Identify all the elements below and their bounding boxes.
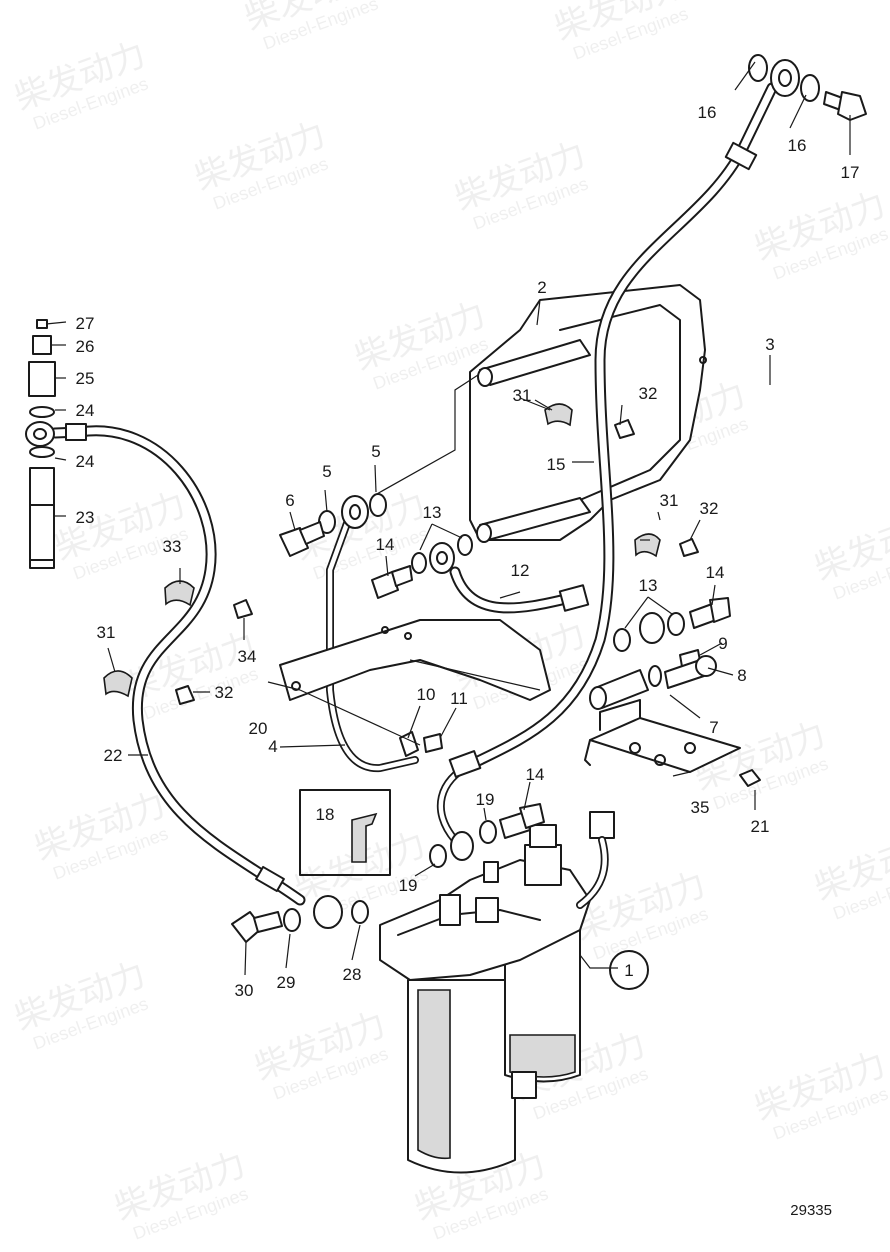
bolt-14b — [689, 597, 731, 629]
washer-16b — [800, 74, 820, 102]
callout-labels: 1 2 3 4 5 5 6 7 8 9 10 11 12 13 13 14 14… — [76, 103, 860, 1000]
fuel-filter-assembly — [379, 811, 615, 1174]
callout-13b: 13 — [639, 576, 658, 595]
union-7 — [589, 669, 649, 710]
banjo-13 — [639, 612, 665, 644]
callout-19a: 19 — [476, 790, 495, 809]
callout-27: 27 — [76, 314, 95, 333]
callout-20: 20 — [249, 719, 268, 738]
bolt-34 — [233, 599, 253, 619]
return-hose — [436, 59, 800, 844]
callout-1: 1 — [624, 961, 633, 980]
callout-34: 34 — [238, 647, 257, 666]
callout-16b: 16 — [788, 136, 807, 155]
callout-5b: 5 — [371, 442, 380, 461]
callout-23: 23 — [76, 508, 95, 527]
mounting-bracket-20 — [279, 619, 551, 701]
banjo-19 — [450, 831, 474, 861]
callout-25: 25 — [76, 369, 95, 388]
callout-35: 35 — [691, 798, 710, 817]
callout-6: 6 — [285, 491, 294, 510]
clamp-31a — [544, 403, 573, 427]
callout-16a: 16 — [698, 103, 717, 122]
bolt-11 — [423, 733, 443, 753]
callout-1-circle — [609, 950, 649, 990]
bolt-6 — [279, 521, 325, 557]
callout-32a: 32 — [639, 384, 658, 403]
callout-14b: 14 — [706, 563, 725, 582]
callout-22: 22 — [104, 746, 123, 765]
plate-35 — [584, 699, 741, 773]
callout-31b: 31 — [660, 491, 679, 510]
callout-14c: 14 — [526, 765, 545, 784]
callout-18: 18 — [316, 805, 335, 824]
banjo-stack — [28, 319, 56, 569]
callout-24b: 24 — [76, 452, 95, 471]
callout-12: 12 — [511, 561, 530, 580]
clamp-31c — [103, 670, 133, 698]
callout-5a: 5 — [322, 462, 331, 481]
washer-5b — [369, 493, 387, 517]
bracket-plate — [469, 284, 707, 543]
callout-19b: 19 — [399, 876, 418, 895]
bolt-32b — [679, 538, 699, 557]
callout-8: 8 — [737, 666, 746, 685]
washer-13b — [457, 534, 473, 556]
bolt-32c — [175, 685, 195, 705]
bolt-21 — [739, 769, 761, 787]
callout-33: 33 — [163, 537, 182, 556]
leader-lines — [45, 61, 851, 976]
tool-18-inset — [299, 789, 391, 876]
callout-2: 2 — [537, 278, 546, 297]
bolt-8 — [664, 655, 717, 689]
fuel-pipe-22 — [25, 421, 306, 906]
clamp-33 — [164, 580, 195, 607]
bolt-14a — [371, 565, 413, 599]
washer-19a — [429, 844, 447, 868]
callout-4: 4 — [268, 737, 277, 756]
callout-10: 10 — [417, 685, 436, 704]
callout-31c: 31 — [97, 623, 116, 642]
callout-21: 21 — [751, 817, 770, 836]
callout-32c: 32 — [215, 683, 234, 702]
callout-7: 7 — [709, 718, 718, 737]
washer-28 — [351, 900, 369, 924]
washer-13d — [667, 612, 685, 636]
callout-29: 29 — [277, 973, 296, 992]
bolt-14c — [499, 803, 545, 839]
bolt-17 — [823, 91, 867, 121]
callout-24a: 24 — [76, 401, 95, 420]
callout-15: 15 — [547, 455, 566, 474]
callout-3: 3 — [765, 335, 774, 354]
washer-29 — [283, 908, 301, 932]
banjo-28 — [313, 895, 343, 929]
callout-9: 9 — [718, 634, 727, 653]
bolt-30 — [231, 911, 283, 943]
reference-number: 29335 — [790, 1202, 832, 1219]
callout-11: 11 — [450, 689, 468, 708]
fuel-hose-12 — [429, 542, 590, 614]
callout-28: 28 — [343, 965, 362, 984]
callout-13a: 13 — [423, 503, 442, 522]
washer-13c — [613, 628, 631, 652]
clamp-31b — [634, 533, 661, 558]
washer-9-small — [648, 665, 662, 687]
callout-14a: 14 — [376, 535, 395, 554]
callout-31a: 31 — [513, 386, 532, 405]
callout-17: 17 — [841, 163, 860, 182]
callout-26: 26 — [76, 337, 95, 356]
washer-19b — [479, 820, 497, 844]
callout-30: 30 — [235, 981, 254, 1000]
washer-16a — [748, 54, 768, 82]
callout-32b: 32 — [700, 499, 719, 518]
washer-13a — [411, 552, 427, 574]
